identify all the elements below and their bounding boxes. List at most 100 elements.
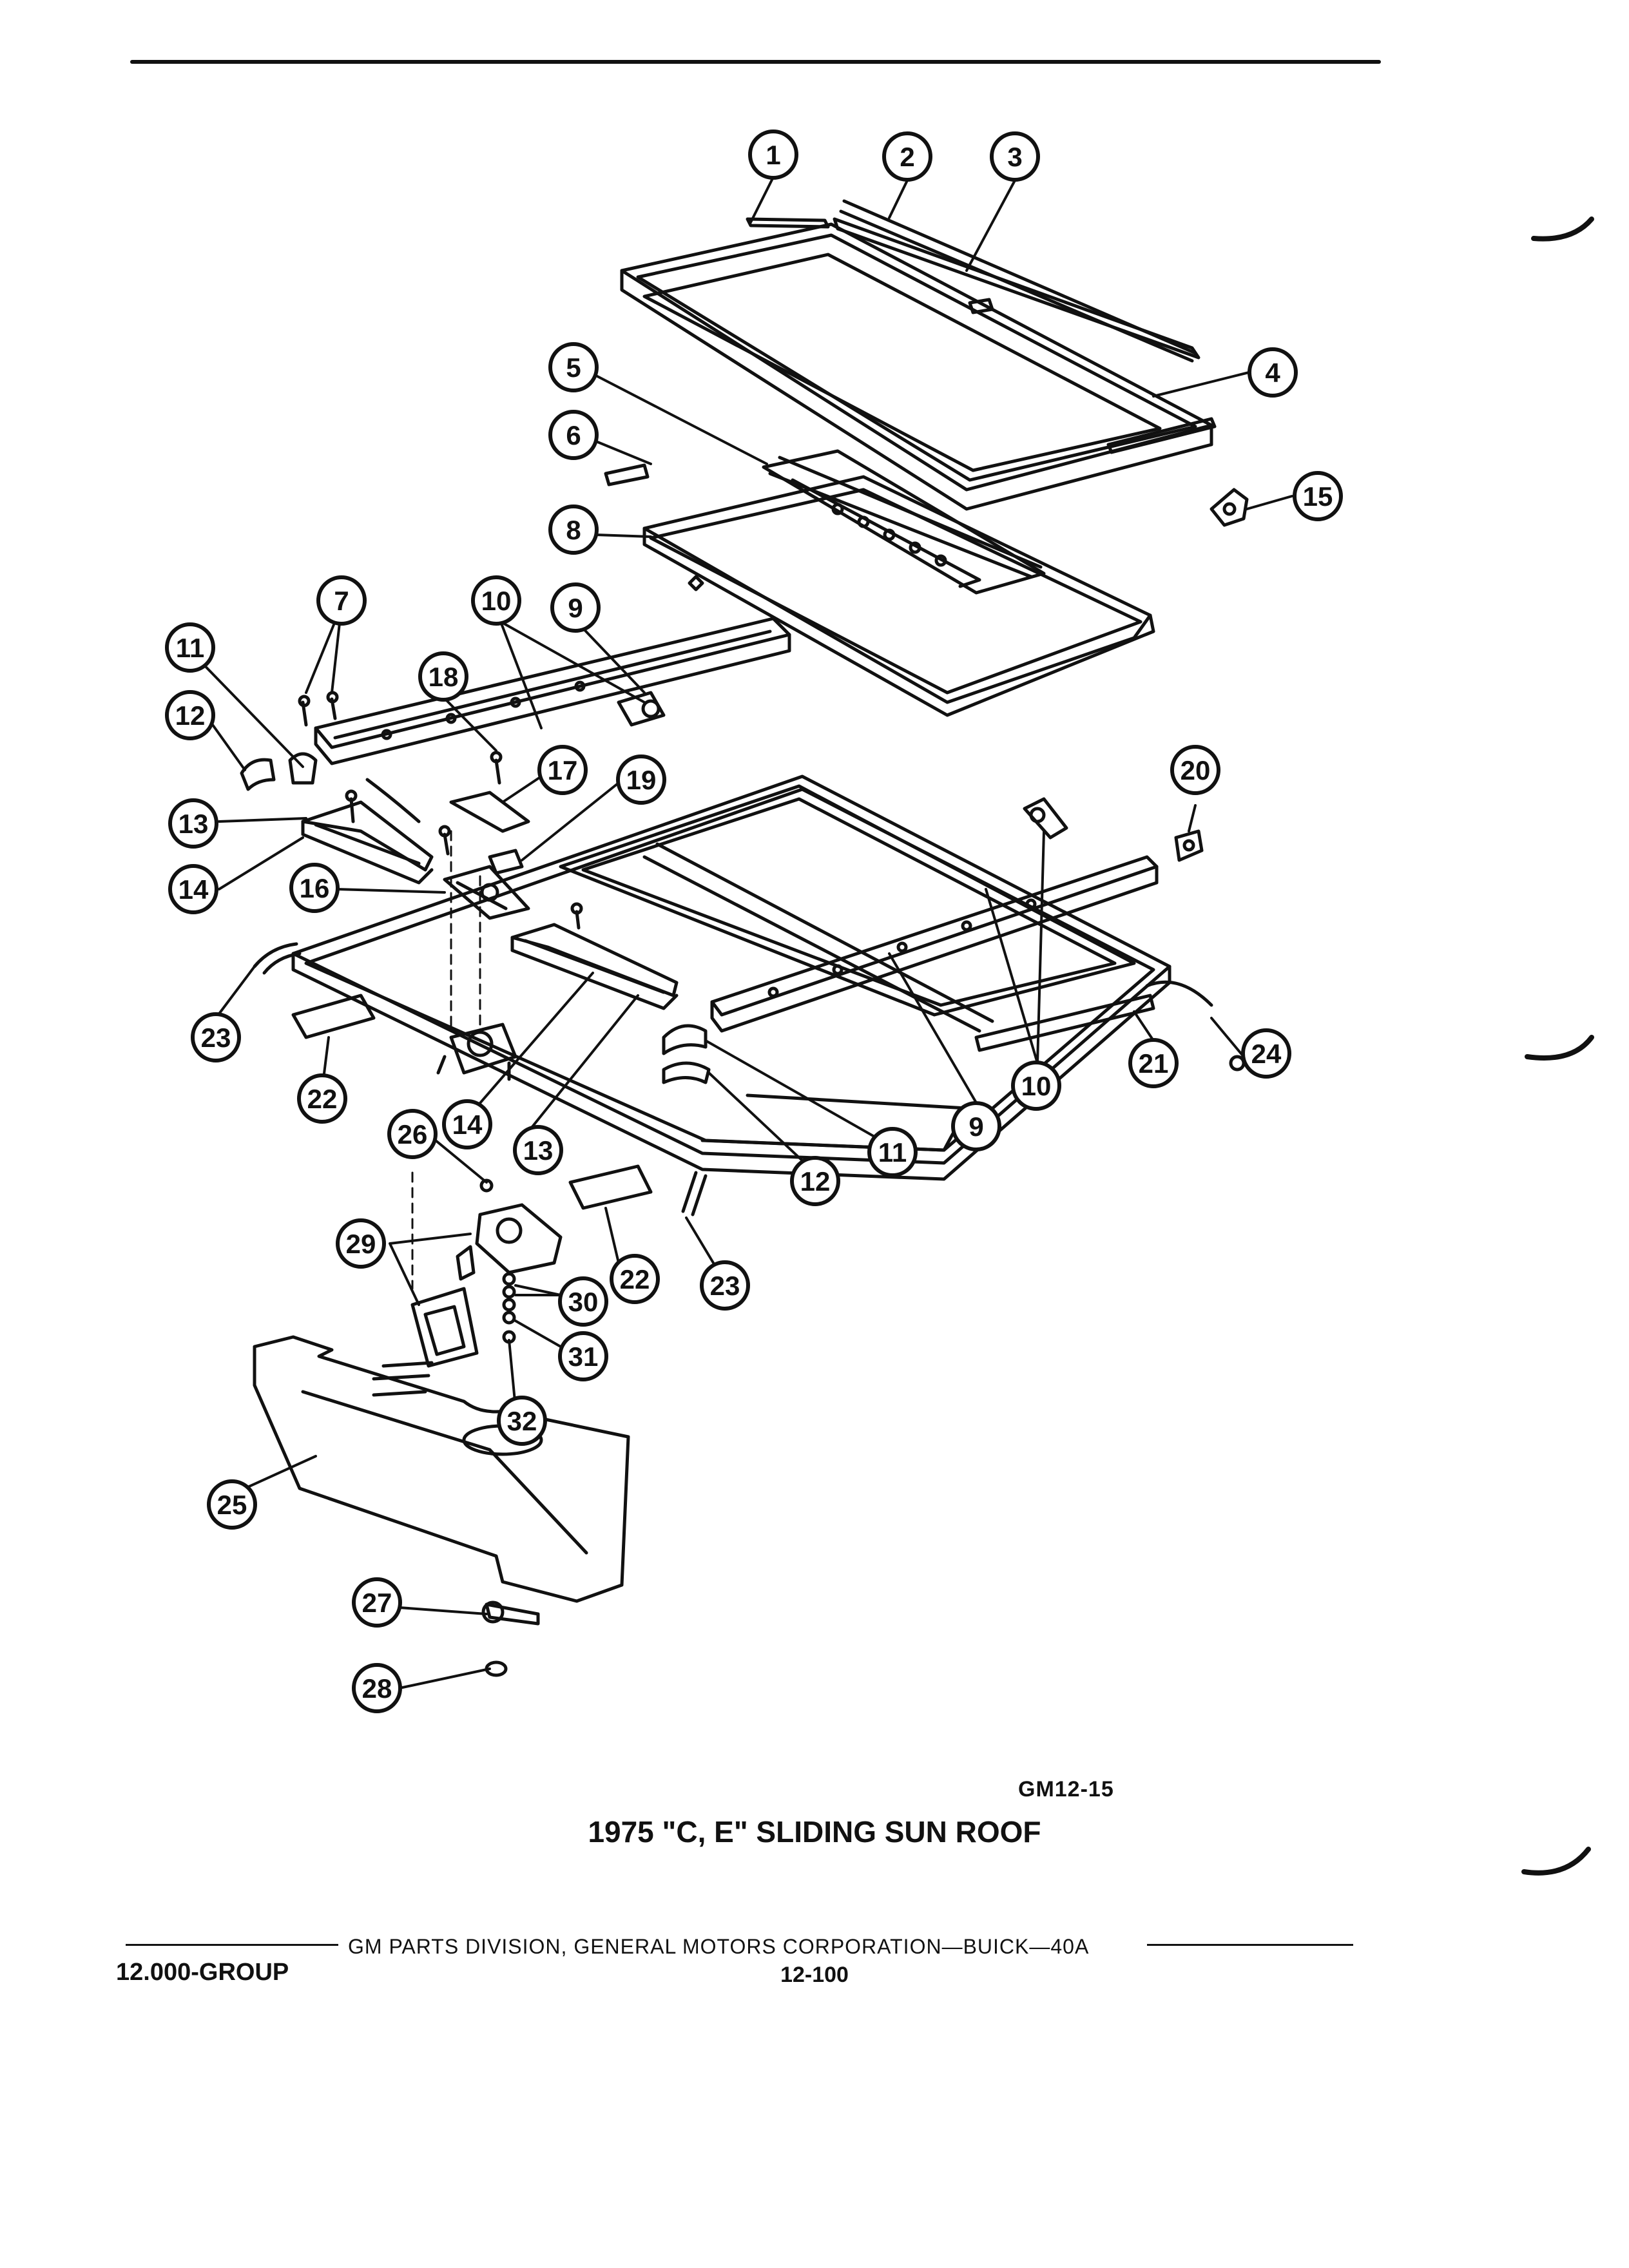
callout-23: 23 [700,1260,750,1311]
callout-circle [616,754,666,805]
callout-9: 9 [550,582,601,633]
callout-circle [165,622,215,673]
callout-number: 15 [1303,481,1333,512]
callout-number: 13 [178,809,209,839]
callout-circle [471,575,521,626]
callout-number: 19 [626,765,657,795]
callout-number: 5 [566,352,581,383]
figure-title: 1975 "C, E" SLIDING SUN ROOF [588,1815,1041,1849]
callout-circle [1011,1061,1061,1111]
callout-14: 14 [168,864,218,914]
callout-24: 24 [1241,1028,1291,1079]
callout-28: 28 [352,1663,402,1713]
callout-10: 10 [471,575,521,626]
callout-circle [297,1073,347,1124]
leader-lines [192,176,1293,1689]
callout-circle [550,582,601,633]
footer-rule-right [1147,1944,1353,1946]
callout-31: 31 [558,1331,608,1381]
callout-6: 6 [548,410,599,460]
footer-group: 12.000-GROUP [116,1959,289,1986]
callout-circle [442,1099,492,1149]
callout-circle [418,651,468,702]
callout-22: 22 [297,1073,347,1124]
glass-panel-assembly [620,199,1217,511]
callout-circle [316,575,367,626]
footer-page-number: 12-100 [780,1963,849,1987]
callout-circle [168,798,218,849]
callout-circle [289,863,340,913]
callout-circle [700,1260,750,1311]
callout-circle [951,1101,1001,1151]
alignment-lines [411,830,481,1290]
crank-parts [481,1600,540,1677]
callout-circle [336,1218,386,1269]
callout-circle [610,1254,660,1304]
callout-number: 18 [429,662,459,692]
callout-number: 10 [1021,1071,1052,1101]
callout-circle [748,130,798,180]
callout-9: 9 [951,1101,1001,1151]
callout-19: 19 [616,754,666,805]
callout-circle [191,1012,241,1062]
callout-number: 7 [334,586,349,616]
callout-number: 28 [362,1673,392,1704]
callout-number: 6 [566,420,581,450]
callout-number: 11 [176,633,204,663]
callout-number: 23 [710,1271,740,1301]
callout-16: 16 [289,863,340,913]
callout-number: 24 [1251,1039,1282,1069]
callout-number: 23 [201,1023,231,1053]
callout-7: 7 [316,575,367,626]
callout-number: 25 [217,1490,247,1520]
callout-number: 14 [452,1110,483,1140]
callout-13: 13 [513,1125,563,1175]
part-clip-15 [1210,488,1249,527]
callout-number: 3 [1007,142,1022,172]
callout-18: 18 [418,651,468,702]
callout-number: 4 [1265,358,1280,388]
sunshade-frame-assembly [604,449,1155,717]
callout-29: 29 [336,1218,386,1269]
callout-circle [558,1331,608,1381]
drain-tubes [253,942,708,1216]
callout-5: 5 [548,342,599,392]
callout-circle [352,1577,402,1628]
callout-number: 20 [1181,755,1211,785]
callout-32: 32 [497,1396,547,1446]
callout-number: 1 [766,140,780,170]
motor-assembly [372,1178,563,1397]
callout-number: 17 [548,755,578,785]
callout-13: 13 [168,798,218,849]
callout-circle [867,1127,918,1177]
callout-circle [882,131,932,182]
callout-number: 8 [566,515,581,545]
upper-guide-rail [314,617,791,765]
callout-12: 12 [790,1156,840,1206]
callout-circle [168,864,218,914]
footer-source: GM PARTS DIVISION, GENERAL MOTORS CORPOR… [348,1935,1090,1958]
callout-27: 27 [352,1577,402,1628]
callout-circle [558,1276,608,1327]
callout-30: 30 [558,1276,608,1327]
callout-number: 14 [178,874,209,905]
callout-circle [548,342,599,392]
callout-circle [548,410,599,460]
callout-circle [1248,347,1298,398]
callout-14: 14 [442,1099,492,1149]
left-slide-parts [301,751,530,885]
parts-art [240,199,1249,1677]
callout-circle [790,1156,840,1206]
callout-12: 12 [165,690,215,740]
callout-25: 25 [207,1479,257,1530]
callout-number: 29 [346,1229,376,1259]
callout-circle [548,505,599,555]
callout-circle [513,1125,563,1175]
callout-circle [537,745,588,795]
callout-number: 26 [398,1119,428,1149]
callout-8: 8 [548,505,599,555]
callout-26: 26 [387,1109,438,1159]
callout-number: 9 [568,593,583,623]
lower-guide-rail [710,797,1159,1033]
